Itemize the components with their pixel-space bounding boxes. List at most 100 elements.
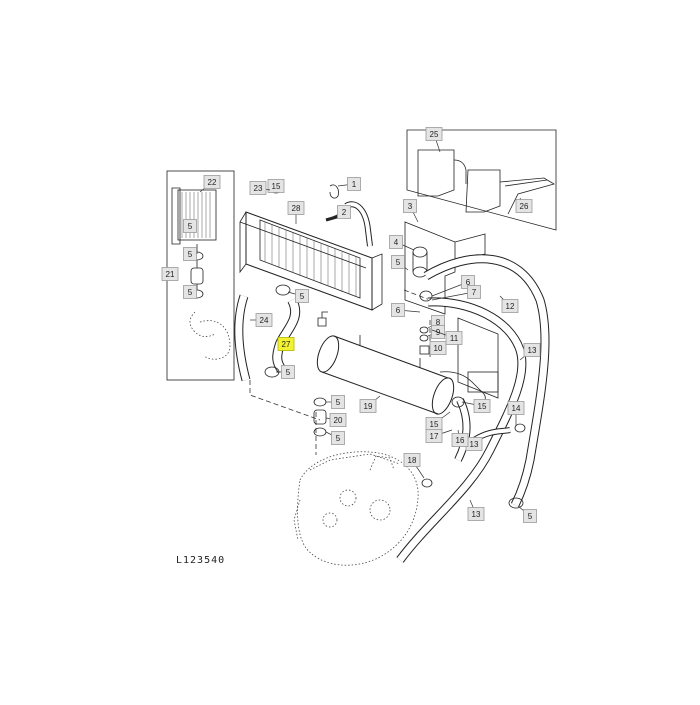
callout-23: 23	[249, 181, 271, 195]
callout-label: 6	[396, 306, 401, 315]
callout-15: 15	[461, 399, 491, 413]
callout-5: 5	[325, 431, 345, 445]
callout-box	[329, 413, 347, 427]
callout-box	[331, 431, 345, 445]
callout-box	[183, 219, 197, 233]
callout-box	[255, 313, 273, 327]
callout-24: 24	[250, 313, 273, 327]
callout-label: 5	[188, 250, 193, 259]
callout-label: 14	[512, 404, 521, 413]
callout-box	[249, 181, 267, 195]
callout-box	[337, 205, 351, 219]
callout-label: 5	[396, 258, 401, 267]
callout-label: 17	[430, 432, 439, 441]
callout-box	[391, 255, 405, 269]
callout-26: 26	[515, 197, 533, 213]
callout-box	[183, 247, 197, 261]
callout-11: 11	[431, 329, 463, 345]
callout-25: 25	[425, 127, 443, 153]
callout-box	[429, 341, 447, 355]
callout-label: 3	[408, 202, 413, 211]
callout-box	[281, 365, 295, 379]
callout-5: 5	[183, 219, 197, 233]
callout-label: 5	[300, 292, 305, 301]
callout-label: 13	[472, 510, 481, 519]
callout-22: 22	[199, 175, 221, 193]
callout-19: 19	[359, 395, 381, 413]
callout-box	[501, 299, 519, 313]
callout-label: 1	[352, 180, 357, 189]
callout-box	[523, 343, 541, 357]
callout-28: 28	[287, 201, 305, 224]
callout-box	[277, 337, 295, 351]
callout-1: 1	[337, 177, 361, 191]
callout-9: 9	[427, 325, 445, 339]
bracket-inset	[406, 129, 557, 231]
callout-label: 28	[292, 204, 301, 213]
callout-box	[451, 433, 469, 447]
callout-box	[403, 453, 421, 467]
callout-label: 19	[364, 402, 373, 411]
callout-label: 15	[478, 402, 487, 411]
callout-4: 4	[389, 235, 415, 251]
inset-panel	[166, 170, 235, 381]
callout-label: 2	[342, 208, 347, 217]
callout-box	[425, 127, 443, 141]
callout-box	[473, 399, 491, 413]
callout-label: 24	[260, 316, 269, 325]
oil-cooler-radiator	[239, 211, 383, 311]
callout-2: 2	[329, 205, 351, 219]
reference-code: L123540	[176, 555, 225, 566]
callout-label: 6	[466, 278, 471, 287]
callout-label: 26	[520, 202, 529, 211]
callout-box	[445, 331, 463, 345]
callout-13: 13	[519, 343, 541, 361]
callout-layer: 1234555555555667891011121313131415151516…	[161, 127, 541, 523]
callout-label: 5	[286, 368, 291, 377]
callout-box	[389, 235, 403, 249]
callout-16: 16	[451, 429, 469, 447]
callout-15: 15	[425, 411, 451, 431]
callout-box	[391, 303, 405, 317]
callout-box	[347, 177, 361, 191]
callout-15: 15	[267, 179, 285, 193]
callout-7: 7	[431, 285, 481, 301]
callout-5: 5	[517, 505, 537, 523]
callout-label: 5	[528, 512, 533, 521]
callout-12: 12	[499, 295, 519, 313]
callout-5: 5	[391, 255, 409, 271]
callout-label: 8	[436, 318, 441, 327]
callout-5: 5	[183, 285, 197, 299]
callout-box	[425, 429, 443, 443]
callout-label: 23	[254, 184, 263, 193]
callout-label: 10	[434, 344, 443, 353]
callout-10: 10	[429, 341, 447, 355]
callout-label: 15	[430, 420, 439, 429]
callout-18: 18	[403, 453, 425, 479]
callout-3: 3	[403, 199, 419, 223]
callout-box	[183, 285, 197, 299]
callout-box	[523, 509, 537, 523]
cylindrical-cooler	[316, 311, 499, 415]
callout-20: 20	[325, 413, 347, 427]
callout-box	[403, 199, 417, 213]
callout-box	[331, 395, 345, 409]
callout-label: 5	[336, 434, 341, 443]
callout-label: 16	[456, 436, 465, 445]
callout-label: 25	[430, 130, 439, 139]
callout-box	[295, 289, 309, 303]
callout-label: 5	[188, 222, 193, 231]
callout-label: 4	[394, 238, 399, 247]
callout-box	[467, 507, 485, 521]
callout-label: 27	[282, 340, 291, 349]
callout-5: 5	[276, 365, 295, 379]
callout-label: 13	[470, 440, 479, 449]
callout-box	[287, 201, 305, 215]
callout-box	[467, 285, 481, 299]
callout-box	[267, 179, 285, 193]
callout-label: 11	[450, 334, 459, 343]
callout-label: 13	[528, 346, 537, 355]
callout-box	[203, 175, 221, 189]
